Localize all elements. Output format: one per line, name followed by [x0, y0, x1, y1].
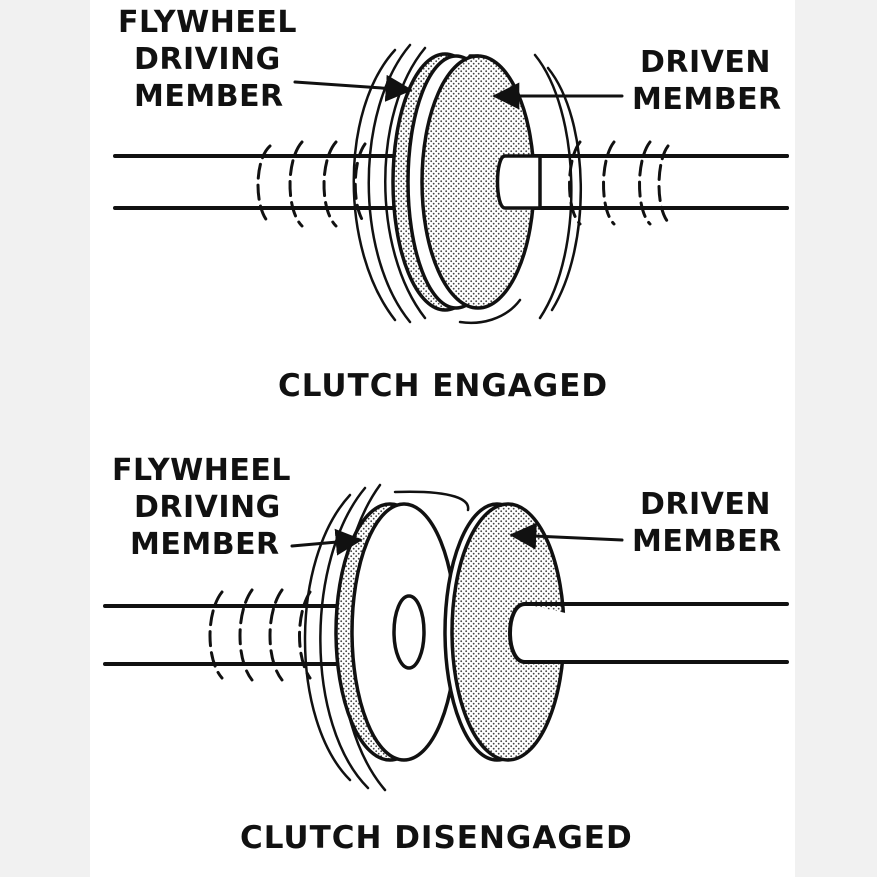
engaged-flywheel-arrow: [293, 74, 413, 102]
engaged-left-rotation-marks: [256, 140, 367, 228]
engaged-panel: [113, 43, 789, 324]
disengaged-right-shaft: [508, 602, 789, 664]
engaged-flywheel-label-line: DRIVING: [134, 42, 281, 77]
disengaged-left-rotation-marks: [208, 588, 312, 682]
engaged-driven-label-line: DRIVEN: [640, 45, 771, 80]
disengaged-flywheel-label-line: FLYWHEEL: [112, 453, 291, 488]
disengaged-panel: [103, 483, 789, 792]
disengaged-driven-label: DRIVEN MEMBER: [632, 486, 782, 560]
engaged-flywheel-label-line: FLYWHEEL: [118, 5, 297, 40]
engaged-flywheel-label: FLYWHEEL DRIVING MEMBER: [118, 4, 297, 115]
disengaged-flywheel-label-line: MEMBER: [130, 527, 280, 562]
engaged-motion-arcs: [352, 43, 583, 324]
engaged-flywheel-label-line: MEMBER: [134, 79, 284, 114]
engaged-left-shaft: [113, 154, 402, 210]
disengaged-driven-arrow: [509, 522, 624, 550]
disengaged-caption: CLUTCH DISENGAGED: [240, 820, 633, 856]
disengaged-flywheel-arrow: [290, 528, 363, 556]
engaged-driven-label-line: MEMBER: [632, 82, 782, 117]
engaged-right-rotation-marks: [568, 140, 670, 226]
disengaged-driven-disc: [443, 502, 566, 762]
disengaged-flywheel-disc: [334, 502, 458, 762]
disengaged-driven-label-line: DRIVEN: [640, 487, 771, 522]
disengaged-flywheel-label: FLYWHEEL DRIVING MEMBER: [112, 452, 291, 563]
engaged-caption: CLUTCH ENGAGED: [278, 368, 609, 404]
disengaged-left-shaft: [103, 604, 347, 666]
disengaged-driven-label-line: MEMBER: [632, 524, 782, 559]
disengaged-flywheel-label-line: DRIVING: [134, 490, 281, 525]
engaged-driven-label: DRIVEN MEMBER: [632, 44, 782, 118]
engaged-hub: [495, 154, 542, 210]
